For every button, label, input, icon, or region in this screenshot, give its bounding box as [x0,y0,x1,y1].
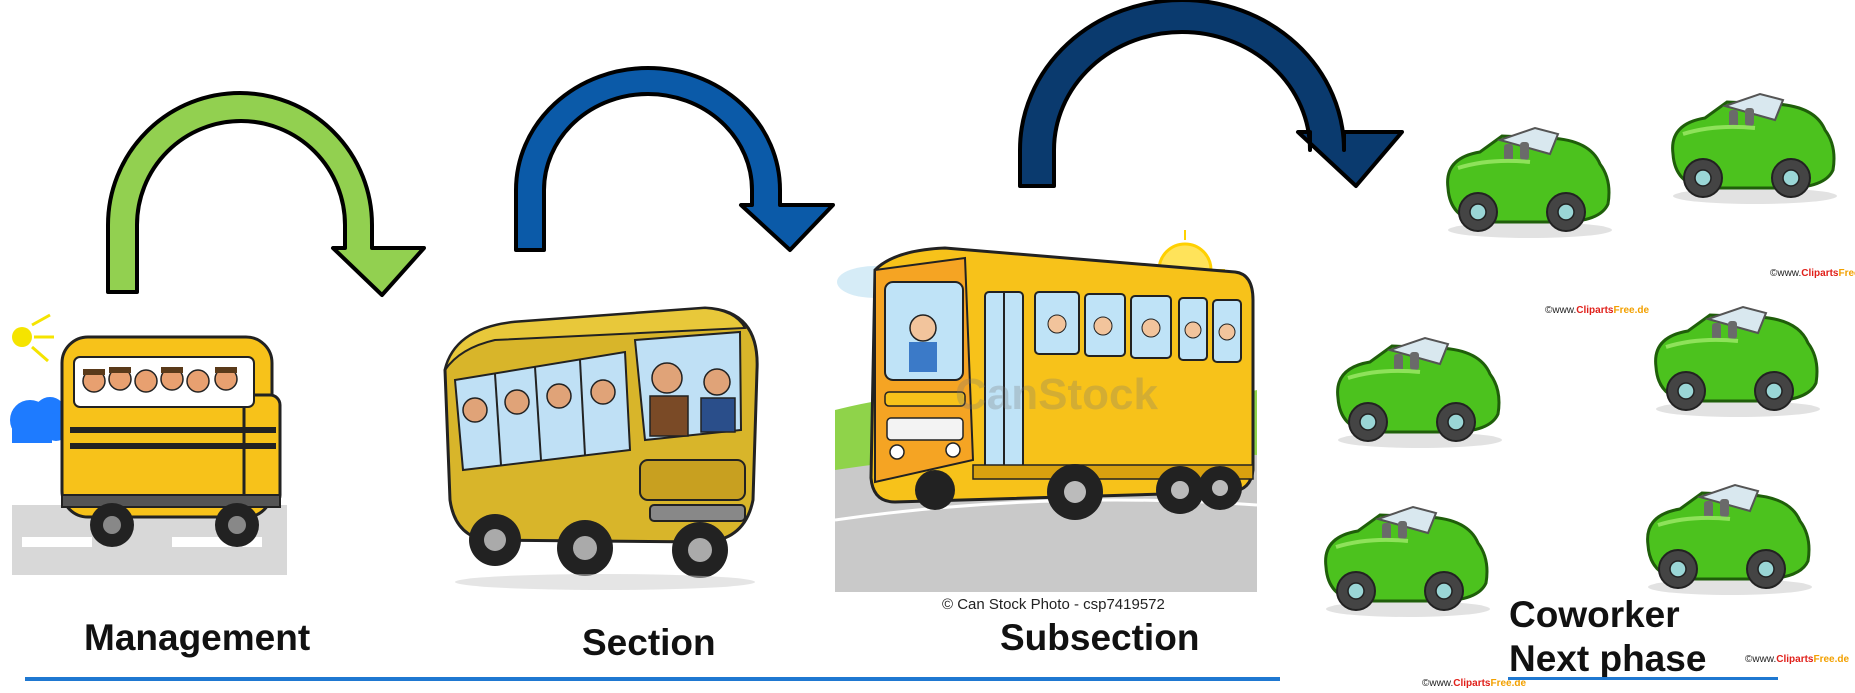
cliparts-credit: ©www.ClipartsFree.de [1545,305,1650,316]
convertible-car-icon [1645,483,1814,597]
label-coworker: Coworker [1509,594,1680,635]
crowded-bus-icon [443,306,759,590]
baseline-rule [25,677,1280,681]
school-bus-icon [10,313,287,575]
canstock-caption: © Can Stock Photo - csp7419572 [942,596,1165,613]
city-bus-scene: CanStock [835,220,1257,592]
convertible-car-icon [1323,505,1492,619]
label-subsection: Subsection [1000,617,1200,658]
canstock-watermark: CanStock [955,370,1158,419]
convertible-car-icon [1670,92,1839,206]
label-management: Management [84,617,311,658]
city-bus-icon [835,220,1257,592]
convertible-car-icon [1445,126,1614,240]
label-next-phase: Next phase [1509,638,1707,679]
cliparts-credit: ©www.ClipartsFree.de [1770,268,1855,279]
baseline-rule [1508,677,1778,680]
cliparts-credit: ©www.ClipartsFree.de [1745,654,1850,665]
convertible-car-icon [1335,336,1504,450]
label-section: Section [582,622,716,663]
convertible-car-icon [1653,305,1822,419]
cliparts-credit: ©www.ClipartsFree.de [1422,678,1527,689]
